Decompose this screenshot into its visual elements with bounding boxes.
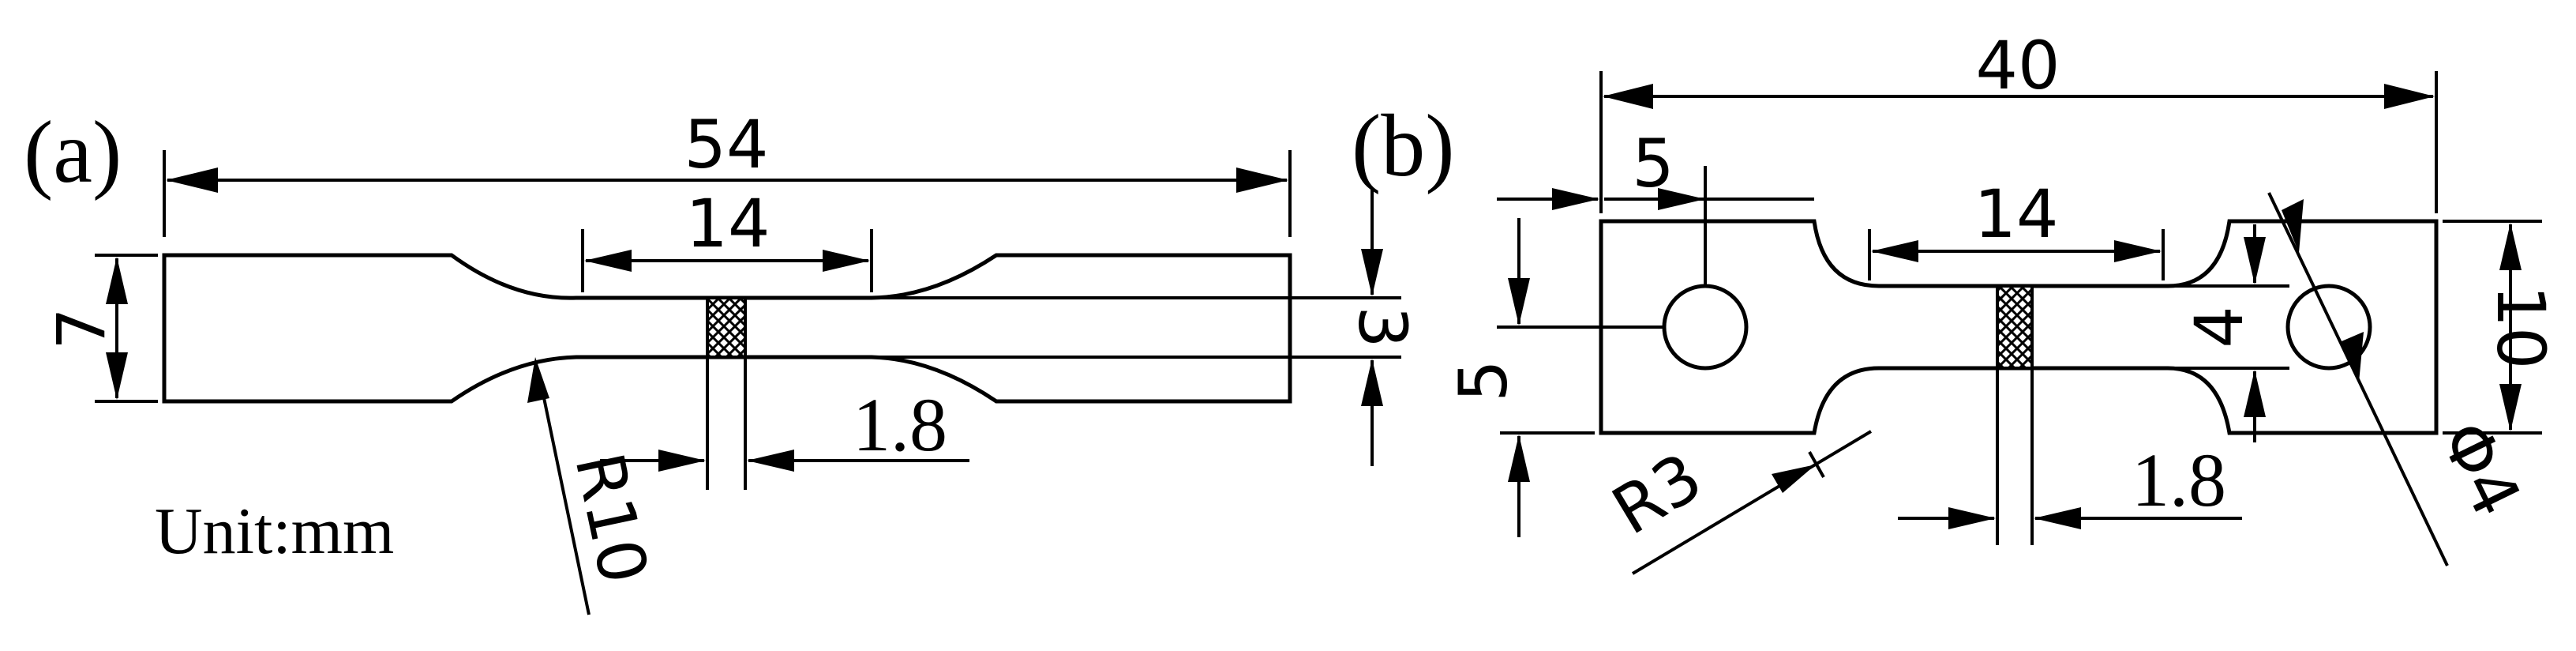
hole-right (2285, 284, 2372, 371)
dim-grip-width-a: 7 (43, 257, 128, 400)
dim-gauge-width-a: 3 (1344, 190, 1421, 466)
dim-hole-height-b: 5 (1445, 218, 1530, 537)
dim-width-b: 10 (2482, 223, 2559, 431)
dim-54-text: 54 (684, 106, 769, 183)
diameter-phi4-text: Φ4 (2425, 409, 2536, 528)
dim-overall-length-b: 40 (1603, 27, 2435, 109)
dim-10-text: 10 (2482, 285, 2559, 370)
dim-5-height-text: 5 (1445, 359, 1522, 401)
hole-left (1662, 284, 1749, 371)
dim-hole-offset-b: 5 (1497, 125, 1814, 210)
dim-overall-length-a: 54 (166, 106, 1288, 193)
panel-b: (b) 40 (1352, 27, 2559, 575)
panel-a-label: (a) (24, 103, 122, 201)
radius-leader-a: R10 (527, 357, 662, 615)
dim-gauge-length-b: 14 (1871, 175, 2162, 262)
dim-5-offset-text: 5 (1632, 125, 1674, 202)
dim-thickness-a: 1.8 (600, 382, 969, 472)
dim-7-text: 7 (43, 307, 120, 349)
dim-4-text: 4 (2180, 306, 2258, 348)
thickness-band-a (706, 296, 747, 359)
radius-leader-b: R3 (1599, 430, 1873, 575)
dim-1-8-text-a: 1.8 (853, 382, 947, 467)
dim-1-8-text-b: 1.8 (2132, 438, 2226, 522)
unit-label: Unit:mm (155, 495, 394, 568)
dim-gauge-width-b: 4 (2180, 224, 2266, 442)
dim-3-text: 3 (1344, 306, 1421, 348)
dim-40-text: 40 (1976, 27, 2060, 104)
specimen-a-outline (162, 253, 1292, 404)
thickness-band-b (1996, 284, 2034, 370)
dim-gauge-length-a: 14 (584, 185, 870, 272)
panel-b-label: (b) (1352, 97, 1455, 195)
panel-a: (a) 54 14 (24, 103, 1421, 615)
dim-14-text-b: 14 (1974, 175, 2059, 253)
dim-14-text-a: 14 (686, 185, 771, 262)
diameter-leader-b: Φ4 (2267, 192, 2536, 566)
dim-thickness-b: 1.8 (1898, 438, 2242, 529)
radius-r10-text: R10 (560, 446, 662, 590)
specimen-b-outline (1599, 219, 2439, 435)
